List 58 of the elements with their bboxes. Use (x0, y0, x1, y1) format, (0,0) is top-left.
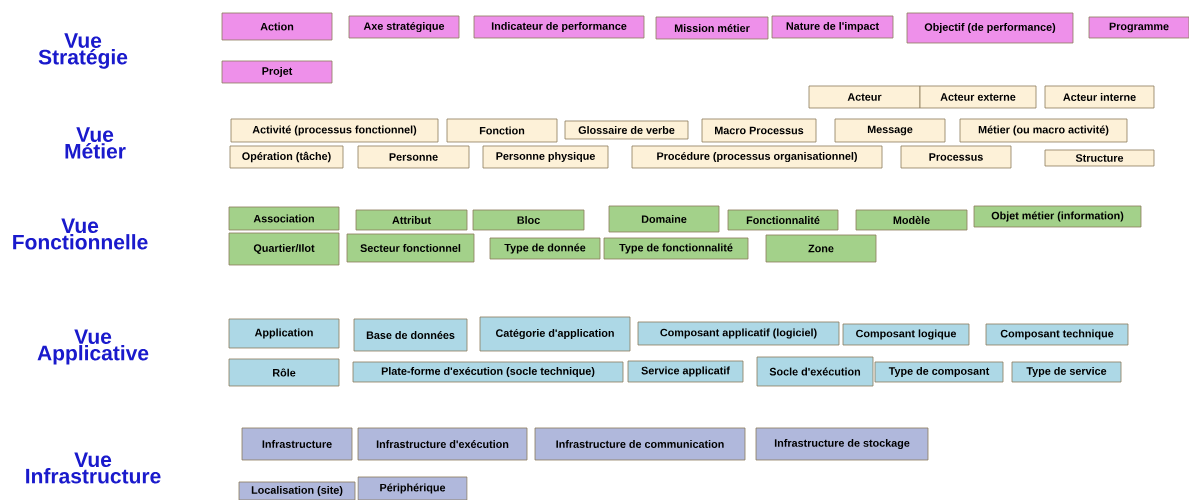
concept-box: Programme (1088, 16, 1189, 39)
concept-box: Type de composant (874, 361, 1004, 383)
concept-box: Objet métier (information) (973, 205, 1142, 228)
concept-box: Message (834, 118, 946, 143)
concept-box: Association (228, 206, 340, 231)
concept-box: Bloc (472, 209, 585, 231)
concept-box: Acteur externe (919, 85, 1037, 109)
concept-box: Macro Processus (701, 118, 817, 143)
concept-box: Personne (357, 145, 470, 169)
concept-box: Zone (765, 234, 877, 263)
concept-box: Acteur interne (1044, 85, 1155, 109)
concept-box: Mission métier (655, 16, 769, 40)
view-heading: Vue Applicative (37, 329, 149, 365)
concept-box: Catégorie d'application (479, 316, 631, 352)
view-heading: Vue Infrastructure (26, 452, 161, 484)
concept-box: Socle d'exécution (756, 356, 874, 387)
view-heading: Vue Stratégie (38, 33, 128, 69)
concept-box: Attribut (355, 209, 468, 231)
concept-box: Fonctionnalité (727, 209, 839, 231)
concept-box: Périphérique (357, 476, 468, 500)
concept-box: Base de données (353, 318, 468, 352)
concept-box: Infrastructure (241, 427, 353, 461)
concept-box: Composant applicatif (logiciel) (637, 321, 840, 346)
concept-box: Service applicatif (627, 360, 744, 383)
concept-box: Objectif (de performance) (906, 12, 1074, 44)
concept-box: Procédure (processus organisationnel) (631, 145, 883, 169)
concept-box: Plate-forme d'exécution (socle technique) (352, 361, 624, 383)
concept-box: Type de donnée (489, 237, 601, 260)
concept-box: Infrastructure de communication (534, 427, 746, 461)
concept-box: Type de fonctionnalité (603, 237, 749, 260)
concept-box: Modèle (855, 209, 968, 231)
concept-box: Infrastructure de stockage (755, 427, 929, 461)
concept-box: Secteur fonctionnel (346, 233, 475, 263)
concept-box: Processus (900, 145, 1012, 169)
concept-box: Fonction (446, 118, 558, 143)
concept-box: Rôle (228, 358, 340, 387)
concept-box: Localisation (site) (238, 481, 356, 500)
concept-box: Action (221, 12, 333, 41)
concept-box: Type de service (1011, 361, 1122, 383)
concept-box: Composant technique (985, 323, 1129, 346)
concept-box: Indicateur de performance (473, 15, 645, 39)
concept-box: Activité (processus fonctionnel) (230, 118, 439, 143)
view-heading: Vue Métier (65, 127, 126, 159)
concept-box: Quartier/Ilot (228, 232, 340, 266)
concept-box: Structure (1044, 149, 1155, 167)
concept-box: Composant logique (842, 323, 970, 346)
concept-box: Personne physique (482, 145, 609, 169)
concept-box: Nature de l'impact (771, 15, 894, 39)
concept-box: Infrastructure d'exécution (357, 427, 528, 461)
concept-box: Opération (tâche) (229, 145, 344, 169)
concept-box: Application (228, 318, 340, 349)
concept-box: Axe stratégique (348, 15, 460, 39)
concept-box: Glossaire de verbe (564, 120, 689, 140)
concept-box: Métier (ou macro activité) (959, 118, 1128, 143)
view-heading: Vue Fonctionnelle (13, 218, 148, 250)
concept-box: Acteur (808, 85, 921, 109)
concept-box: Projet (221, 60, 333, 84)
concept-box: Domaine (608, 205, 720, 233)
